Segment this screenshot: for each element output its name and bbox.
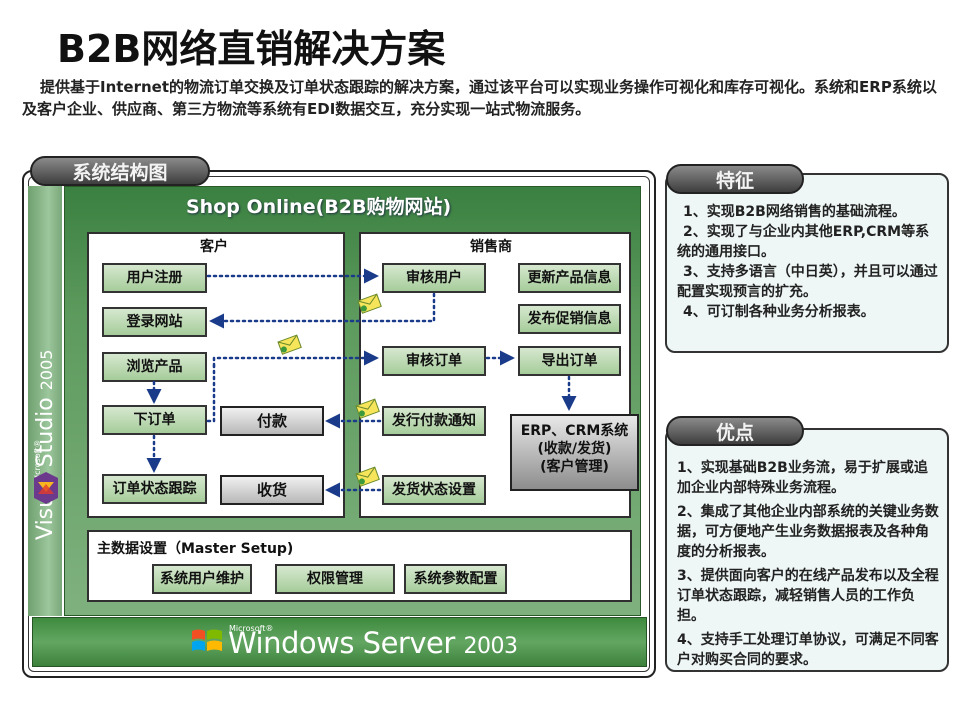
register-user-button[interactable]: 用户注册: [102, 263, 207, 293]
advantage-item: 1、实现基础B2B业务流，易于扩展或追加企业内部特殊业务流程。: [677, 460, 928, 496]
system-user-button[interactable]: 系统用户维护: [152, 564, 252, 594]
erp-line-3: (客户管理): [540, 459, 609, 475]
intro-paragraph: 提供基于Internet的物流订单交换及订单状态跟踪的解决方案，通过该平台可以实…: [22, 78, 937, 118]
permission-button[interactable]: 权限管理: [275, 564, 395, 594]
place-order-button[interactable]: 下订单: [102, 405, 207, 435]
advantages-list: 1、实现基础B2B业务流，易于扩展或追加企业内部特殊业务流程。 2、集成了其他企…: [677, 458, 939, 670]
features-list: 1、实现B2B网络销售的基础流程。 2、实现了与企业内其他ERP,CRM等系统的…: [677, 202, 939, 322]
advantage-item: 4、支持手工处理订单协议，可满足不同客户对购买合同的要求。: [677, 632, 939, 668]
erp-line-1: ERP、CRM系统: [520, 423, 629, 439]
login-site-button[interactable]: 登录网站: [102, 307, 207, 337]
windows-server-bar: [32, 617, 647, 667]
review-user-button[interactable]: 审核用户: [382, 263, 486, 293]
browse-products-button[interactable]: 浏览产品: [102, 352, 207, 382]
seller-title: 销售商: [470, 239, 512, 255]
review-order-button[interactable]: 审核订单: [382, 346, 486, 376]
windows-logo-icon: [192, 629, 222, 651]
feature-item: 3、支持多语言（中日英），并且可以通过配置实现预言的扩充。: [677, 264, 938, 300]
shop-online-title: Shop Online(B2B购物网站): [186, 196, 452, 218]
feature-item: 4、可订制各种业务分析报表。: [683, 304, 875, 320]
master-setup-title: 主数据设置（Master Setup): [97, 541, 294, 557]
vs-version: 2005: [37, 349, 56, 391]
features-tab-label: 特征: [666, 164, 804, 194]
vs-product-name: Visual Studio: [33, 397, 58, 540]
features-panel: [665, 173, 949, 353]
shipping-status-button[interactable]: 发货状态设置: [382, 475, 486, 505]
windows-server-label: Windows Server 2003: [228, 626, 518, 660]
feature-item: 2、实现了与企业内其他ERP,CRM等系统的通用接口。: [677, 224, 930, 260]
windows-microsoft-label: Microsoft®: [229, 624, 274, 633]
visual-studio-logo-icon: [34, 472, 58, 504]
erp-line-2: (收款/发货): [537, 441, 612, 457]
advantage-item: 2、集成了其他企业内部系统的关键业务数据，可方便地产生业务数据报表及各种角度的分…: [677, 504, 939, 560]
receipt-button[interactable]: 收货: [220, 475, 324, 505]
publish-promo-button[interactable]: 发布促销信息: [518, 304, 621, 334]
payment-notice-button[interactable]: 发行付款通知: [382, 406, 486, 436]
windows-version: 2003: [463, 634, 519, 659]
system-params-button[interactable]: 系统参数配置: [404, 564, 507, 594]
order-tracking-button[interactable]: 订单状态跟踪: [102, 474, 207, 504]
architecture-tab-label: 系统结构图: [30, 156, 210, 186]
customer-title: 客户: [200, 239, 228, 255]
export-order-button[interactable]: 导出订单: [518, 346, 621, 376]
update-product-button[interactable]: 更新产品信息: [518, 263, 621, 293]
erp-crm-system-box: ERP、CRM系统 (收款/发货) (客户管理): [510, 414, 639, 491]
payment-button[interactable]: 付款: [220, 406, 324, 436]
advantage-item: 3、提供面向客户的在线产品发布以及全程订单状态跟踪，减轻销售人员的工作负担。: [677, 568, 939, 624]
advantages-panel: [665, 428, 949, 672]
windows-product-name: Windows Server: [228, 626, 455, 660]
advantages-tab-label: 优点: [666, 416, 804, 446]
page-title: B2B网络直销解决方案: [57, 27, 446, 71]
visual-studio-bar: [28, 186, 62, 616]
feature-item: 1、实现B2B网络销售的基础流程。: [683, 204, 906, 220]
